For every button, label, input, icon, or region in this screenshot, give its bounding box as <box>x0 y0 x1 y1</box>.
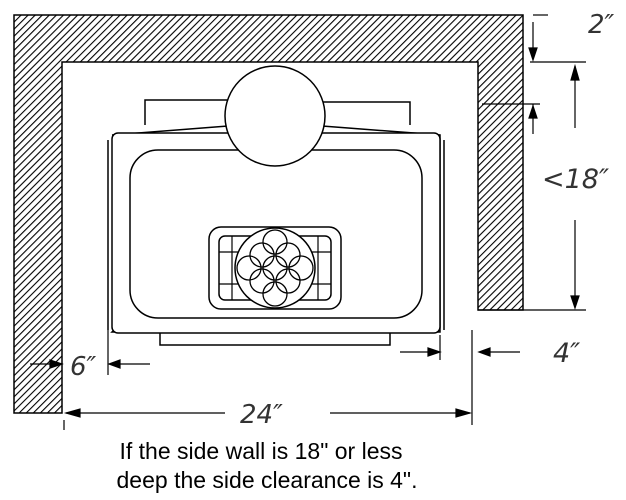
caption-line-1: If the side wall is 18" or less <box>119 438 403 464</box>
flue-collar-circle <box>224 65 326 167</box>
wall-hatched <box>13 14 524 414</box>
stove <box>107 65 445 346</box>
top-clearance-label: 2″ <box>588 10 615 40</box>
rear-clearance-label: 6″ <box>70 352 97 382</box>
side-clearance-label: 4″ <box>553 338 580 369</box>
caption-line-2: deep the side clearance is 4". <box>116 467 418 493</box>
width-label: 24″ <box>240 400 283 430</box>
side-depth-label: <18″ <box>542 164 609 195</box>
dimension-lines <box>30 14 586 430</box>
